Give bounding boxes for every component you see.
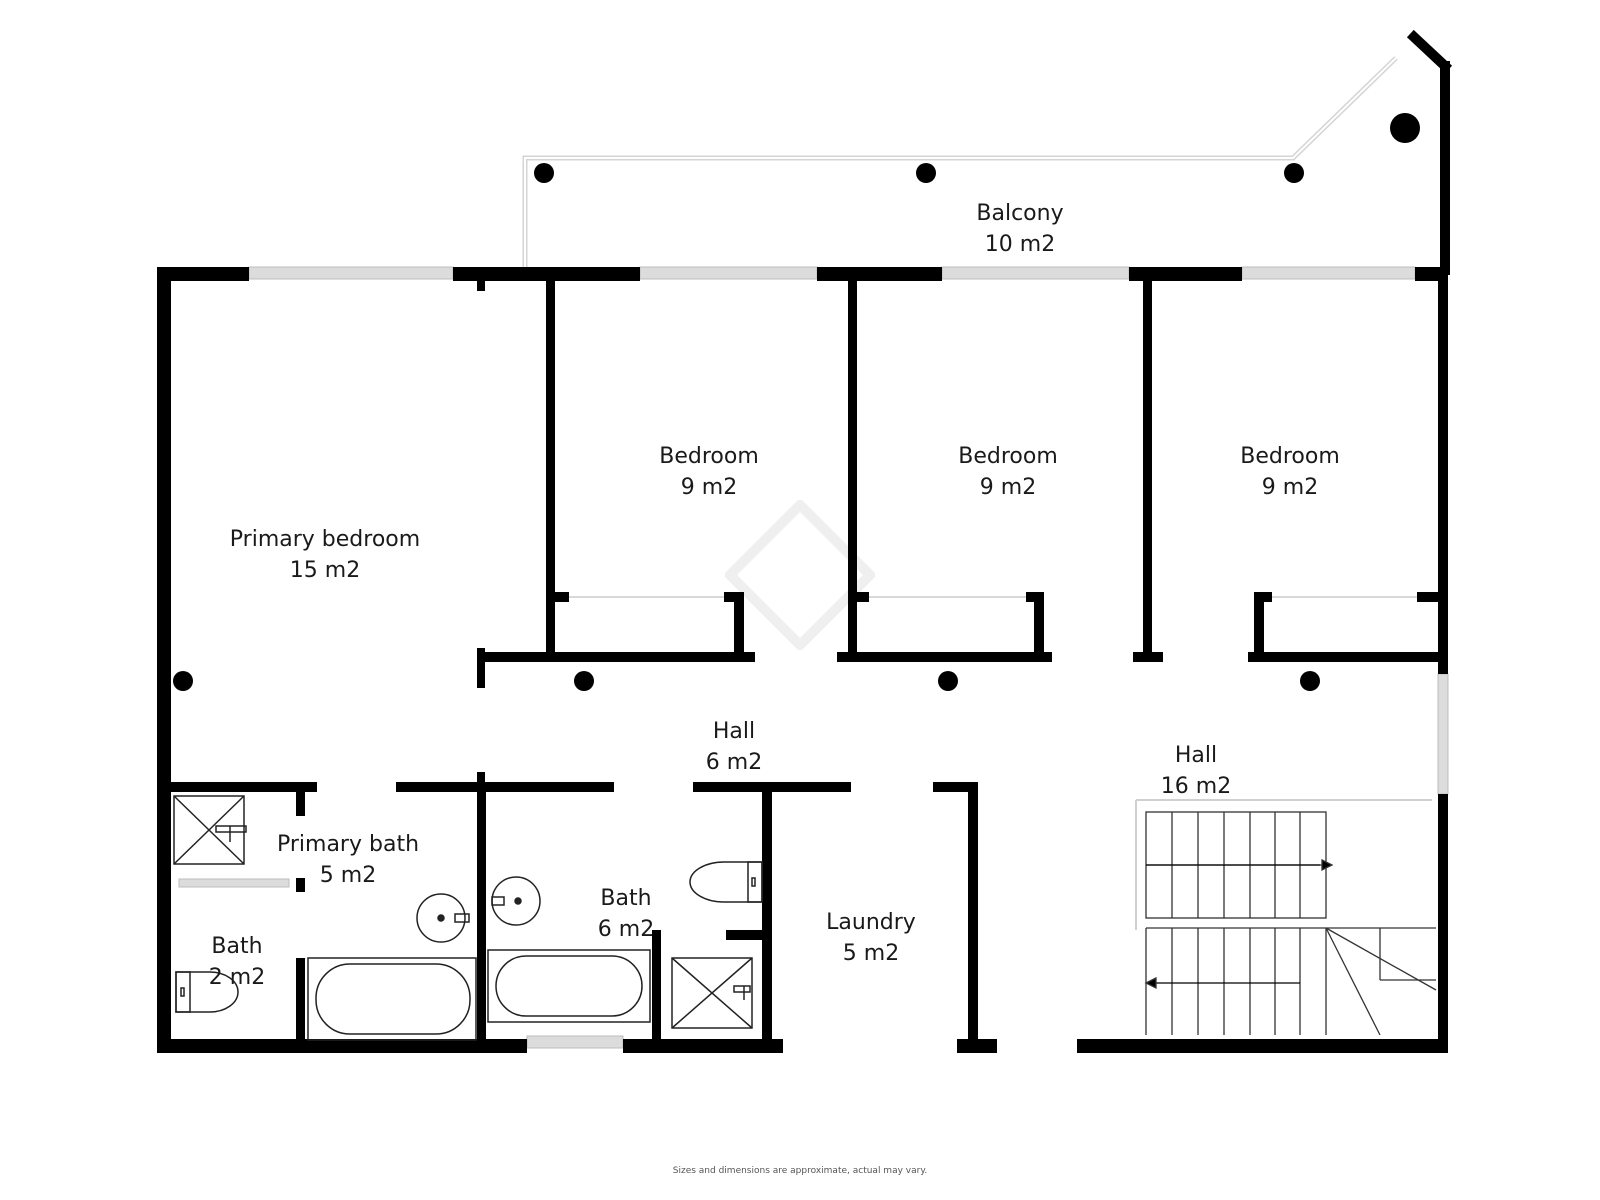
- room-name: Primary bath: [276, 832, 420, 857]
- room-area: 9 m2: [680, 475, 738, 500]
- room-area: 2 m2: [208, 965, 266, 990]
- room-area: 16 m2: [1160, 774, 1232, 799]
- room-area: 10 m2: [984, 232, 1056, 257]
- room-name: Primary bedroom: [229, 527, 421, 552]
- room-label-laundry: Laundry 5 m2: [826, 907, 916, 969]
- room-label-balcony: Balcony 10 m2: [976, 198, 1063, 260]
- room-area: 15 m2: [289, 558, 361, 583]
- room-name: Bath: [211, 934, 263, 959]
- room-label-bedroom-2: Bedroom 9 m2: [958, 441, 1058, 503]
- room-name: Hall: [1174, 743, 1218, 768]
- room-name: Bedroom: [958, 444, 1058, 469]
- walls: [157, 267, 1448, 1053]
- room-name: Balcony: [976, 201, 1064, 226]
- balcony-walls: [1406, 29, 1453, 275]
- room-area: 6 m2: [705, 750, 763, 775]
- room-label-primary-bedroom: Primary bedroom 15 m2: [230, 524, 420, 586]
- room-label-bedroom-3: Bedroom 9 m2: [1240, 441, 1340, 503]
- columns: [173, 113, 1420, 691]
- room-name: Laundry: [826, 910, 916, 935]
- room-label-primary-bath: Primary bath 5 m2: [277, 829, 419, 891]
- room-label-hall-small: Hall 6 m2: [706, 716, 762, 778]
- room-area: 6 m2: [597, 917, 655, 942]
- room-area: 5 m2: [842, 941, 900, 966]
- disclaimer-text: Sizes and dimensions are approximate, ac…: [672, 1166, 928, 1176]
- balcony-railing: [522, 56, 1398, 272]
- balcony-railing-inner: [524, 57, 1397, 272]
- room-label-bath: Bath 6 m2: [598, 883, 654, 945]
- room-label-hall-large: Hall 16 m2: [1161, 740, 1231, 802]
- room-area: 5 m2: [319, 863, 377, 888]
- room-label-bedroom-1: Bedroom 9 m2: [659, 441, 759, 503]
- staircase: [1135, 799, 1437, 1036]
- windows: [178, 266, 1449, 1049]
- room-label-bath-small: Bath 2 m2: [209, 931, 265, 993]
- primary-bath-fixtures: [173, 795, 477, 1041]
- room-area: 9 m2: [1261, 475, 1319, 500]
- room-area: 9 m2: [979, 475, 1037, 500]
- room-name: Hall: [712, 719, 756, 744]
- room-name: Bedroom: [659, 444, 759, 469]
- room-name: Bedroom: [1240, 444, 1340, 469]
- room-name: Bath: [600, 886, 652, 911]
- bath-fixtures: [487, 861, 763, 1029]
